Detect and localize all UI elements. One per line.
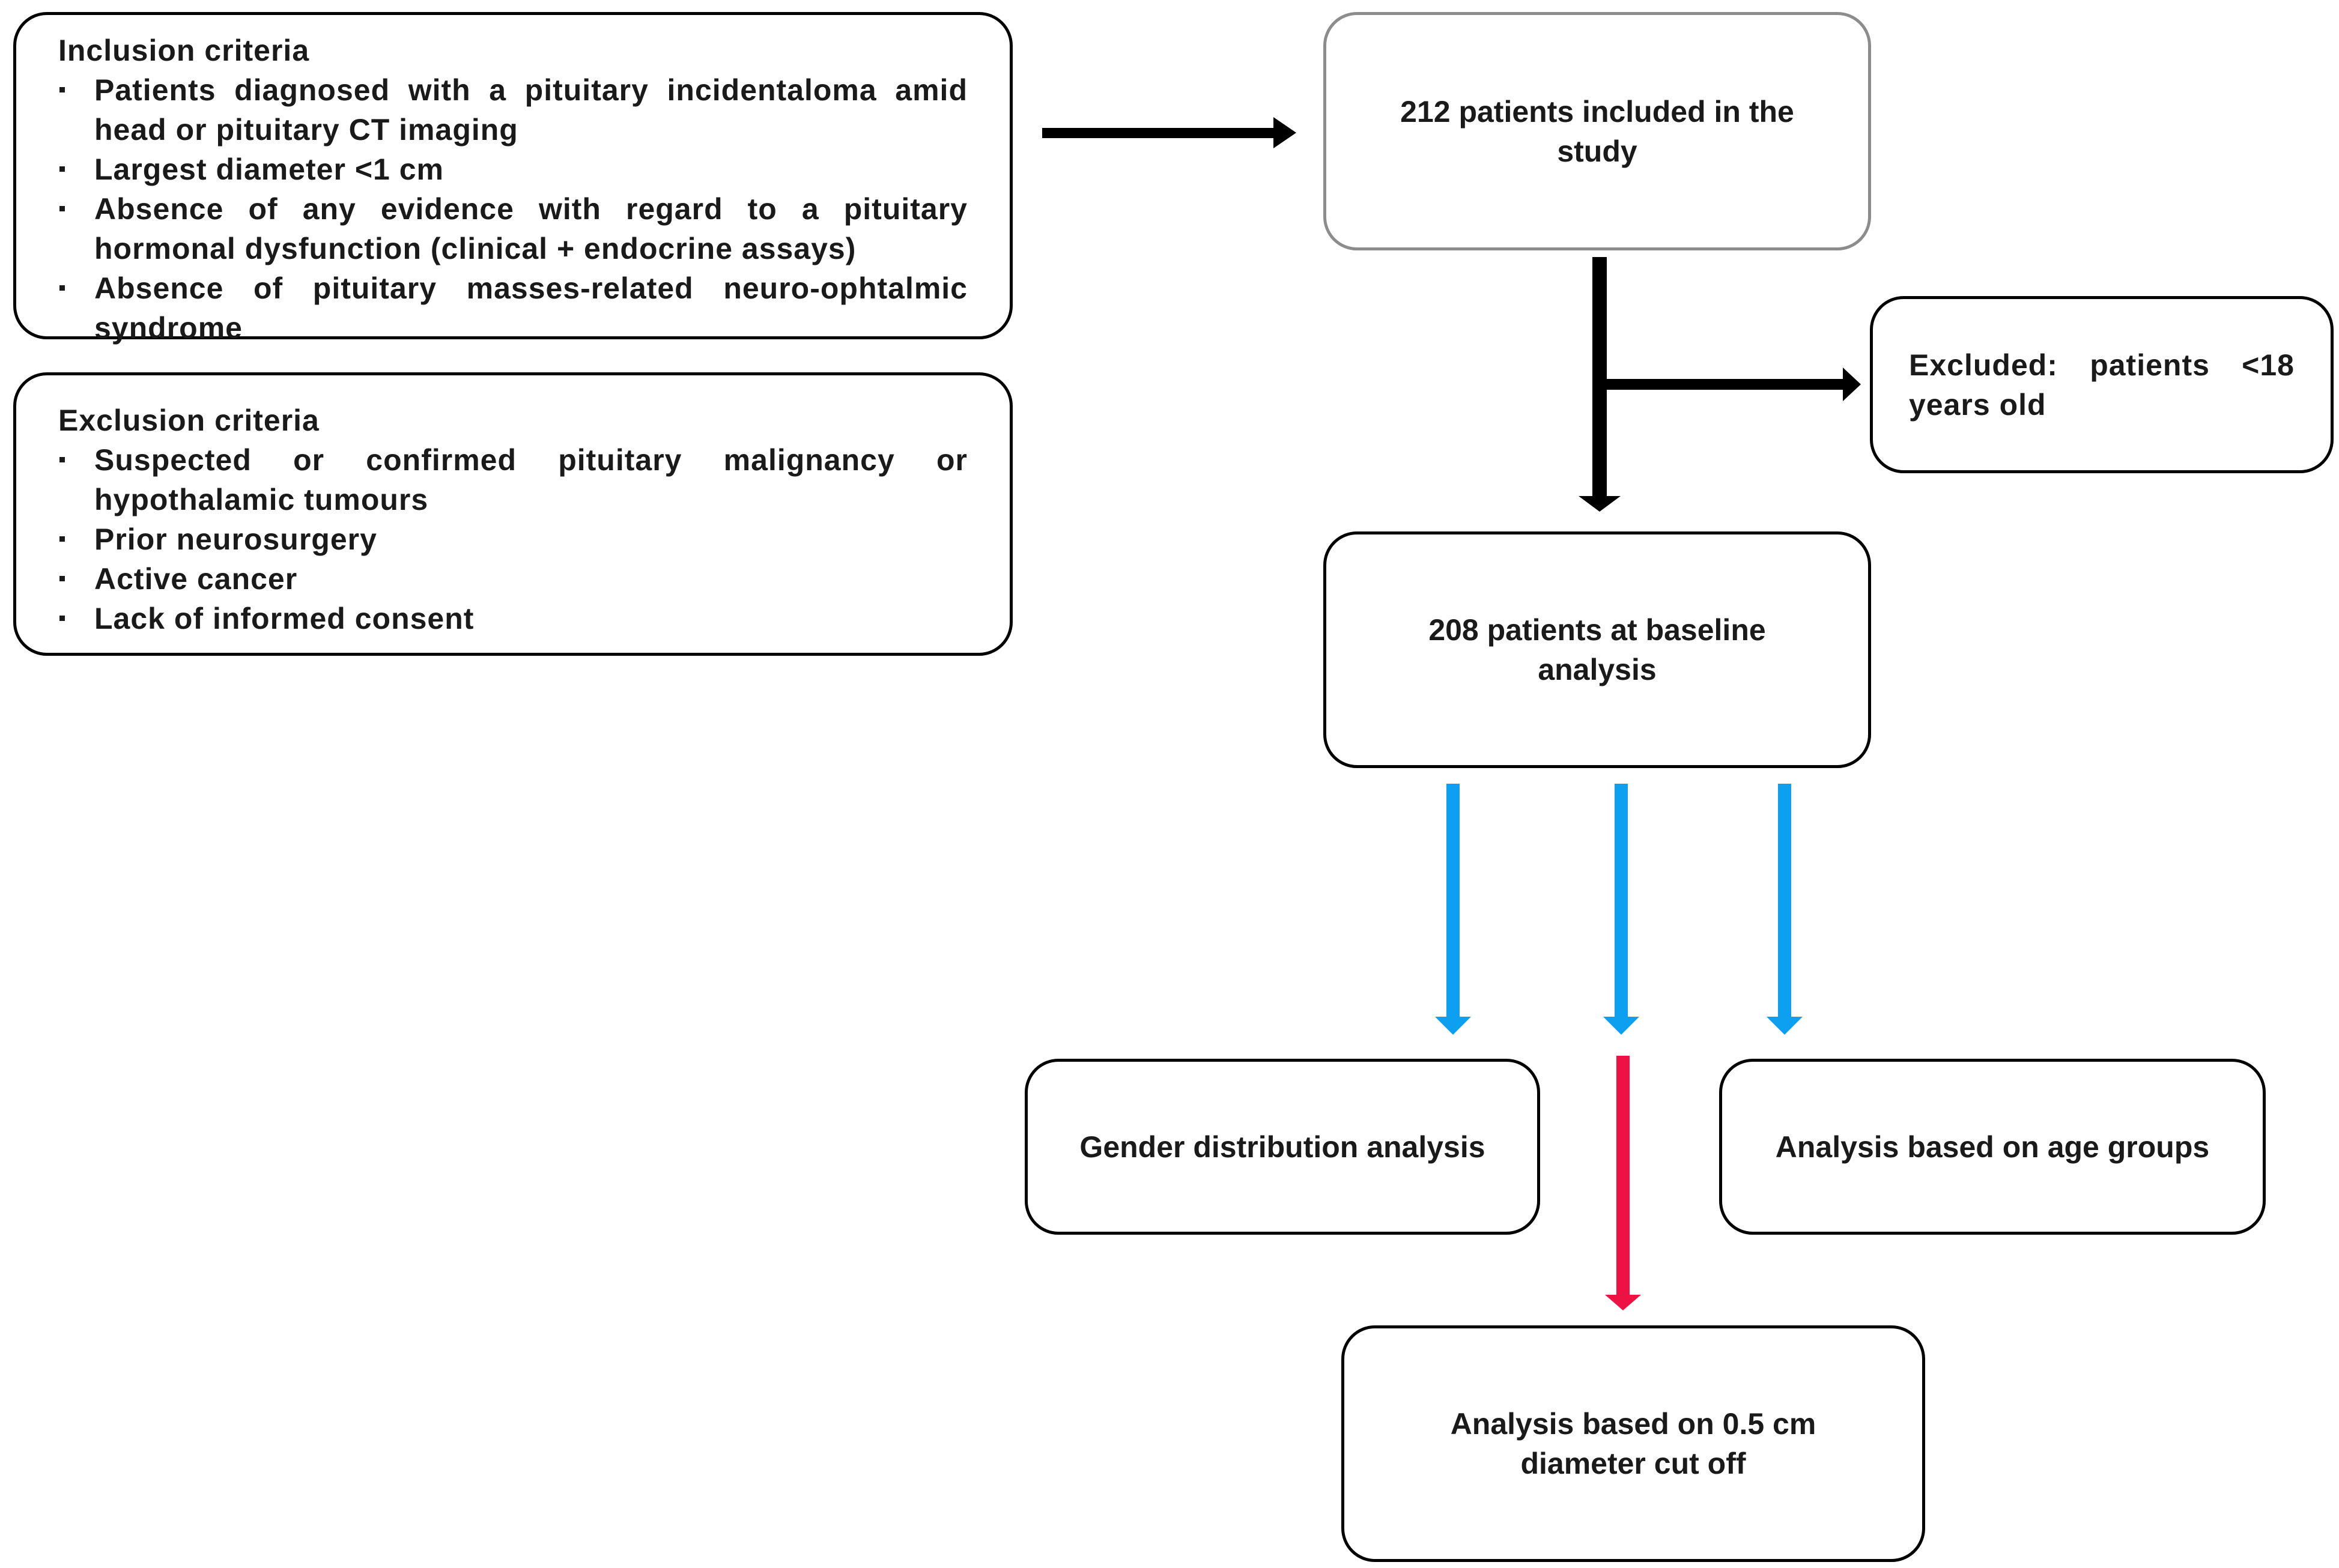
exclusion-item: Suspected or confirmed pituitary maligna… <box>58 440 968 519</box>
exclusion-item: Active cancer <box>58 559 968 599</box>
inclusion-item: Patients diagnosed with a pituitary inci… <box>58 70 968 150</box>
arrow-baseline-to-diameter <box>1603 784 1639 1035</box>
gender-analysis-text: Gender distribution analysis <box>1079 1130 1485 1164</box>
baseline-analysis-box: 208 patients at baseline analysis <box>1323 531 1871 768</box>
exclusion-criteria-box: Exclusion criteria Suspected or confirme… <box>13 372 1013 656</box>
arrow-baseline-to-age-groups <box>1767 784 1803 1035</box>
arrow-to-diameter-analysis <box>1605 1056 1641 1310</box>
age-group-analysis-text: Analysis based on age groups <box>1775 1130 2210 1164</box>
excluded-patients-text: Excluded: patients <18 years old <box>1909 348 2295 422</box>
inclusion-item: Largest diameter <1 cm <box>58 150 968 189</box>
excluded-patients-box: Excluded: patients <18 years old <box>1870 296 2334 473</box>
inclusion-criteria-box: Inclusion criteria Patients diagnosed wi… <box>13 12 1013 345</box>
diameter-analysis-box: Analysis based on 0.5 cm diameter cut of… <box>1341 1325 1925 1562</box>
arrow-criteria-to-included <box>1042 117 1296 148</box>
exclusion-item: Lack of informed consent <box>58 599 968 638</box>
arrow-baseline-to-gender <box>1435 784 1471 1035</box>
inclusion-criteria-list: Patients diagnosed with a pituitary inci… <box>58 70 968 348</box>
exclusion-item: Prior neurosurgery <box>58 519 968 559</box>
included-patients-text: 212 patients included in the study <box>1400 94 1794 168</box>
baseline-analysis-text: 208 patients at baseline analysis <box>1428 613 1766 686</box>
inclusion-criteria-title: Inclusion criteria <box>58 34 310 67</box>
arrow-to-excluded <box>1607 368 1861 401</box>
inclusion-item: Absence of any evidence with regard to a… <box>58 189 968 268</box>
exclusion-criteria-title: Exclusion criteria <box>58 404 320 437</box>
diameter-analysis-text: Analysis based on 0.5 cm diameter cut of… <box>1450 1407 1816 1480</box>
exclusion-criteria-list: Suspected or confirmed pituitary maligna… <box>58 440 968 638</box>
included-patients-box: 212 patients included in the study <box>1323 12 1871 250</box>
age-group-analysis-box: Analysis based on age groups <box>1719 1059 2266 1235</box>
gender-analysis-box: Gender distribution analysis <box>1025 1059 1540 1235</box>
arrow-included-to-baseline <box>1579 257 1621 512</box>
inclusion-item: Absence of pituitary masses-related neur… <box>58 268 968 348</box>
